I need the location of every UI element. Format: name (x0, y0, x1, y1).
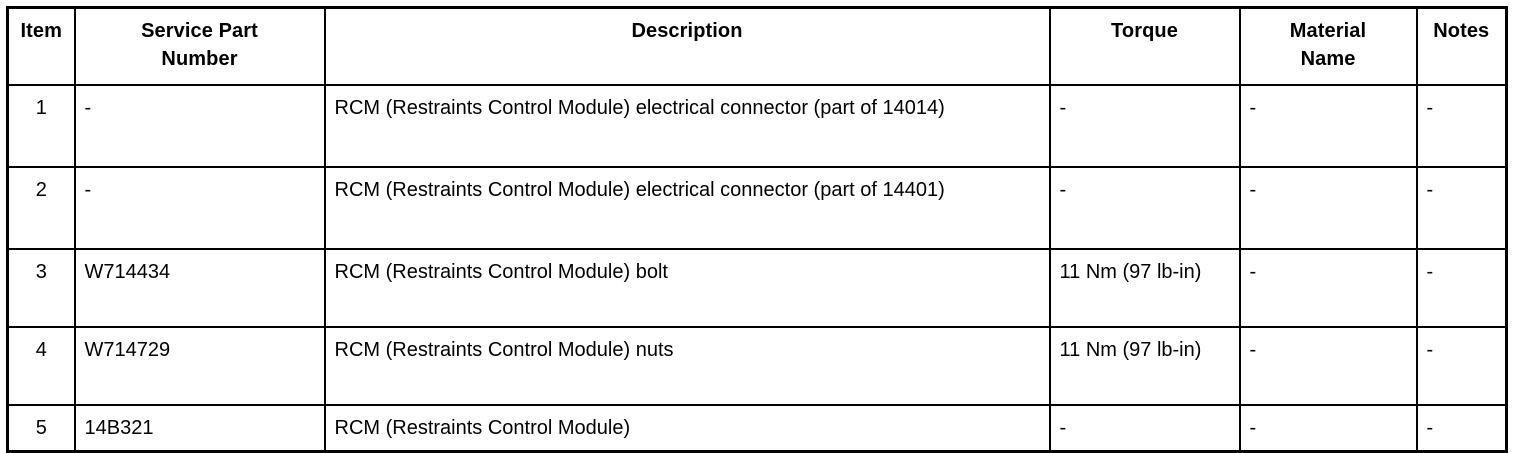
cell-material-name-text: - (1249, 416, 1257, 439)
cell-service-part-number: 14B321 (73, 403, 326, 453)
cell-material-name: - (1238, 403, 1418, 453)
cell-item: 1 (6, 83, 76, 168)
column-header-notes-label: Notes (1433, 20, 1490, 42)
column-header-item-label: Item (20, 20, 63, 42)
cell-material-name-text: - (1249, 178, 1257, 201)
cell-torque: 11 Nm (97 lb-in) (1048, 325, 1241, 406)
cell-service-part-number: - (73, 165, 326, 250)
column-header-item: Item (6, 6, 76, 86)
cell-material-name-text: - (1249, 338, 1257, 361)
cell-description-text: RCM (Restraints Control Module) nuts (334, 338, 674, 361)
cell-description-text: RCM (Restraints Control Module) electric… (334, 96, 945, 119)
cell-description: RCM (Restraints Control Module) (323, 403, 1051, 453)
service-parts-table: Item Service Part Number Description Tor… (6, 6, 1508, 453)
column-header-torque: Torque (1048, 6, 1241, 86)
cell-item-text: 4 (35, 338, 47, 361)
cell-description-text: RCM (Restraints Control Module) bolt (334, 260, 668, 283)
cell-description: RCM (Restraints Control Module) electric… (323, 165, 1051, 250)
cell-material-name: - (1238, 165, 1418, 250)
cell-torque: - (1048, 165, 1241, 250)
cell-notes: - (1415, 83, 1508, 168)
cell-torque: - (1048, 83, 1241, 168)
cell-material-name: - (1238, 247, 1418, 328)
cell-service-part-number-text: W714729 (84, 338, 171, 361)
column-header-description: Description (323, 6, 1051, 86)
cell-torque-text: - (1059, 96, 1067, 119)
cell-torque-text: 11 Nm (97 lb-in) (1059, 338, 1202, 361)
cell-notes: - (1415, 403, 1508, 453)
cell-torque-text: - (1059, 416, 1067, 439)
cell-item-text: 1 (35, 96, 47, 119)
column-header-torque-label: Torque (1111, 20, 1178, 42)
cell-torque-text: 11 Nm (97 lb-in) (1059, 260, 1202, 283)
column-header-notes: Notes (1415, 6, 1508, 86)
cell-notes-text: - (1426, 260, 1434, 283)
cell-material-name-text: - (1249, 96, 1257, 119)
cell-material-name: - (1238, 325, 1418, 406)
cell-torque: 11 Nm (97 lb-in) (1048, 247, 1241, 328)
column-header-service-part-number: Service Part Number (73, 6, 326, 86)
cell-description: RCM (Restraints Control Module) electric… (323, 83, 1051, 168)
cell-item-text: 5 (35, 416, 47, 439)
cell-description: RCM (Restraints Control Module) bolt (323, 247, 1051, 328)
cell-item: 3 (6, 247, 76, 328)
cell-material-name-text: - (1249, 260, 1257, 283)
parts-table-container: Item Service Part Number Description Tor… (6, 6, 1508, 453)
column-header-material-name-label: Material Name (1289, 20, 1367, 70)
cell-item: 5 (6, 403, 76, 453)
table-row: 3 W714434 RCM (Restraints Control Module… (6, 247, 1508, 328)
column-header-description-label: Description (631, 20, 743, 42)
cell-item: 2 (6, 165, 76, 250)
cell-description-text: RCM (Restraints Control Module) electric… (334, 178, 945, 201)
cell-description: RCM (Restraints Control Module) nuts (323, 325, 1051, 406)
cell-notes-text: - (1426, 338, 1434, 361)
cell-service-part-number-text: W714434 (84, 260, 171, 283)
cell-service-part-number-text: - (84, 96, 92, 119)
cell-notes-text: - (1426, 178, 1434, 201)
cell-notes: - (1415, 325, 1508, 406)
column-header-service-part-number-label: Service Part Number (141, 20, 258, 70)
table-header-row: Item Service Part Number Description Tor… (6, 6, 1508, 86)
table-row: 4 W714729 RCM (Restraints Control Module… (6, 325, 1508, 406)
cell-torque: - (1048, 403, 1241, 453)
cell-material-name: - (1238, 83, 1418, 168)
cell-service-part-number: - (73, 83, 326, 168)
table-body: 1 - RCM (Restraints Control Module) elec… (6, 83, 1508, 453)
table-row: 1 - RCM (Restraints Control Module) elec… (6, 83, 1508, 168)
cell-description-text: RCM (Restraints Control Module) (334, 416, 631, 439)
table-header: Item Service Part Number Description Tor… (6, 6, 1508, 86)
table-row: 2 - RCM (Restraints Control Module) elec… (6, 165, 1508, 250)
cell-item-text: 2 (35, 178, 47, 201)
cell-service-part-number: W714729 (73, 325, 326, 406)
cell-service-part-number-text: 14B321 (84, 416, 154, 439)
cell-service-part-number-text: - (84, 178, 92, 201)
cell-notes: - (1415, 165, 1508, 250)
cell-item-text: 3 (35, 260, 47, 283)
cell-torque-text: - (1059, 178, 1067, 201)
column-header-material-name: Material Name (1238, 6, 1418, 86)
table-row: 5 14B321 RCM (Restraints Control Module)… (6, 403, 1508, 453)
cell-notes: - (1415, 247, 1508, 328)
cell-notes-text: - (1426, 96, 1434, 119)
cell-item: 4 (6, 325, 76, 406)
cell-notes-text: - (1426, 416, 1434, 439)
cell-service-part-number: W714434 (73, 247, 326, 328)
